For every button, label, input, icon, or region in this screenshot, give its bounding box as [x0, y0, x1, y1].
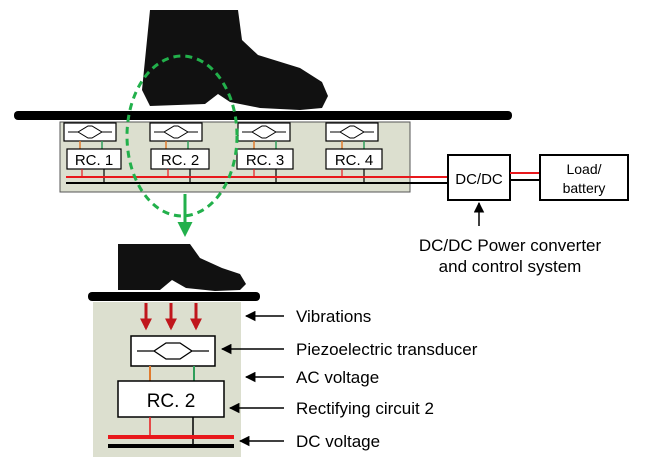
- rectifier-label-2: RC. 2: [161, 152, 199, 169]
- converter-caption-line1: DC/DC Power converter: [419, 236, 602, 255]
- rectifier-label-detail: RC. 2: [147, 391, 196, 412]
- converter-caption-line2: and control system: [439, 257, 582, 276]
- detail-pointer-arrows: [220, 310, 284, 447]
- vibration-arrows: [140, 303, 202, 331]
- rectifier-label-3: RC. 3: [246, 152, 284, 169]
- rectifier-box-detail: RC. 2: [117, 380, 225, 418]
- floor-plate-detail: [88, 292, 260, 301]
- floor-plate-top: [14, 111, 512, 120]
- rectifier-box-4: RC. 4: [325, 148, 383, 170]
- detail-panel: [93, 302, 241, 457]
- label-transducer: Piezoelectric transducer: [296, 340, 478, 359]
- label-ac-voltage: AC voltage: [296, 368, 379, 387]
- zoom-callout-ellipse: [125, 54, 239, 218]
- rectifier-label-4: RC. 4: [335, 152, 373, 169]
- piezo-transducer-icon-2: [149, 122, 203, 142]
- label-vibrations: Vibrations: [296, 307, 371, 326]
- load-label-line2: battery: [563, 180, 606, 196]
- label-dc-voltage: DC voltage: [296, 432, 380, 451]
- rectifier-box-1: RC. 1: [66, 148, 122, 170]
- rectifier-label-1: RC. 1: [75, 152, 113, 169]
- dcdc-converter-label: DC/DC: [455, 171, 503, 188]
- label-rectifying-circuit: Rectifying circuit 2: [296, 399, 434, 418]
- piezo-transducer-icon-4: [325, 122, 379, 142]
- shoe-icon-detail: [118, 244, 246, 291]
- load-battery-box: Load/ battery: [539, 154, 629, 201]
- rectifier-box-2: RC. 2: [150, 148, 210, 170]
- rectifier-box-3: RC. 3: [236, 148, 294, 170]
- dcdc-converter-box: DC/DC: [447, 154, 511, 201]
- shoe-icon-top: [142, 10, 328, 110]
- piezo-transducer-icon-detail: [130, 335, 216, 367]
- ac-taps-top: [79, 141, 365, 149]
- load-label-line1: Load/: [566, 161, 601, 177]
- piezo-transducer-icon-1: [63, 122, 117, 142]
- piezo-transducer-icon-3: [237, 122, 291, 142]
